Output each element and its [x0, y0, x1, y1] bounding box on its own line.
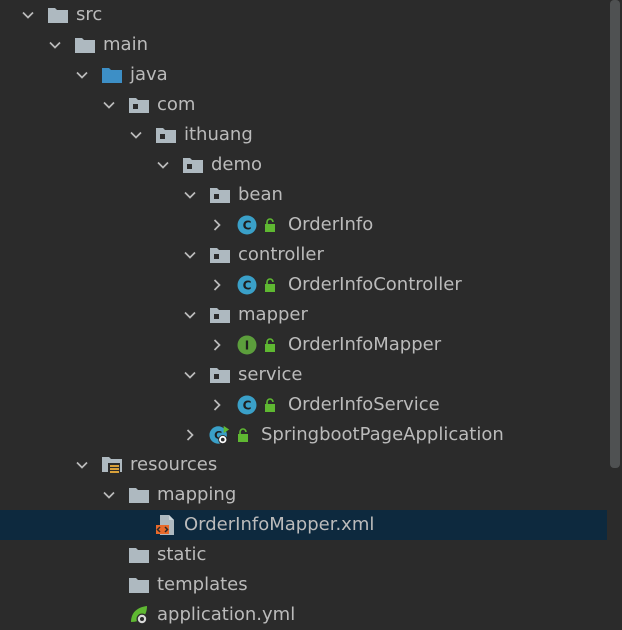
- tree-item-main[interactable]: main: [0, 30, 607, 60]
- package-icon: [209, 185, 231, 205]
- source-folder-icon: [101, 65, 123, 85]
- tree-item-label: mapper: [238, 304, 308, 325]
- scrollbar-thumb[interactable]: [610, 0, 620, 468]
- tree-item-springbootpageapplication[interactable]: C SpringbootPageApplication: [0, 420, 607, 450]
- package-icon: [209, 365, 231, 385]
- tree-item-label: ithuang: [184, 124, 253, 145]
- class-icon: C: [236, 215, 258, 235]
- package-icon: [209, 245, 231, 265]
- tree-item-demo[interactable]: demo: [0, 150, 607, 180]
- tree-item-java[interactable]: java: [0, 60, 607, 90]
- class-icon: C: [236, 395, 258, 415]
- tree-item-label: mapping: [157, 484, 237, 505]
- tree-item-label: static: [157, 544, 207, 565]
- lock-icon: [263, 278, 277, 292]
- svg-text:C: C: [214, 429, 222, 442]
- tree-item-orderinfomapper[interactable]: I OrderInfoMapper: [0, 330, 607, 360]
- interface-icon: I: [236, 335, 258, 355]
- chevron-down-icon[interactable]: [126, 120, 146, 150]
- tree-item-label: SpringbootPageApplication: [261, 424, 504, 445]
- tree-item-label: src: [76, 4, 103, 25]
- spring-boot-class-icon: C: [209, 425, 231, 445]
- tree-item-label: OrderInfo: [288, 214, 374, 235]
- folder-icon: [47, 5, 69, 25]
- tree-item-mapper[interactable]: mapper: [0, 300, 607, 330]
- chevron-right-icon[interactable]: [207, 210, 227, 240]
- tree-item-label: main: [103, 34, 148, 55]
- tree-item-com[interactable]: com: [0, 90, 607, 120]
- tree-item-src[interactable]: src: [0, 0, 607, 30]
- chevron-down-icon[interactable]: [99, 480, 119, 510]
- tree-item-label: service: [238, 364, 303, 385]
- chevron-down-icon[interactable]: [45, 30, 65, 60]
- tree-item-orderinfoservice[interactable]: C OrderInfoService: [0, 390, 607, 420]
- tree-item-controller[interactable]: controller: [0, 240, 607, 270]
- chevron-right-icon[interactable]: [207, 270, 227, 300]
- tree-item-label: application.yml: [157, 604, 296, 625]
- folder-icon: [128, 575, 150, 595]
- chevron-down-icon[interactable]: [99, 90, 119, 120]
- tree-item-label: java: [130, 64, 168, 85]
- tree-item-label: OrderInfoController: [288, 274, 462, 295]
- package-icon: [155, 125, 177, 145]
- chevron-right-icon[interactable]: [207, 330, 227, 360]
- package-icon: [128, 95, 150, 115]
- package-icon: [209, 305, 231, 325]
- xml-file-icon: [155, 515, 177, 535]
- tree-item-static[interactable]: static: [0, 540, 607, 570]
- tree-item-orderinfomapper-xml[interactable]: OrderInfoMapper.xml: [0, 510, 607, 540]
- tree-item-label: com: [157, 94, 196, 115]
- tree-item-label: bean: [238, 184, 283, 205]
- tree-item-application-yml[interactable]: application.yml: [0, 600, 607, 630]
- svg-text:C: C: [243, 399, 252, 413]
- spring-config-icon: [128, 605, 150, 625]
- chevron-right-icon[interactable]: [180, 420, 200, 450]
- chevron-right-icon[interactable]: [207, 390, 227, 420]
- tree-item-label: demo: [211, 154, 263, 175]
- resources-folder-icon: [101, 455, 123, 475]
- chevron-down-icon[interactable]: [180, 360, 200, 390]
- chevron-down-icon[interactable]: [18, 0, 38, 30]
- lock-icon: [236, 428, 250, 442]
- lock-icon: [263, 338, 277, 352]
- svg-text:C: C: [243, 279, 252, 293]
- tree-item-label: resources: [130, 454, 218, 475]
- chevron-down-icon[interactable]: [72, 60, 92, 90]
- tree-item-orderinfocontroller[interactable]: C OrderInfoController: [0, 270, 607, 300]
- tree-item-bean[interactable]: bean: [0, 180, 607, 210]
- folder-icon: [128, 485, 150, 505]
- chevron-down-icon[interactable]: [180, 240, 200, 270]
- chevron-down-icon[interactable]: [180, 180, 200, 210]
- folder-icon: [128, 545, 150, 565]
- tree-item-ithuang[interactable]: ithuang: [0, 120, 607, 150]
- tree-item-templates[interactable]: templates: [0, 570, 607, 600]
- chevron-down-icon[interactable]: [180, 300, 200, 330]
- tree-item-label: OrderInfoService: [288, 394, 440, 415]
- tree-item-resources[interactable]: resources: [0, 450, 607, 480]
- folder-icon: [74, 35, 96, 55]
- tree-item-mapping[interactable]: mapping: [0, 480, 607, 510]
- svg-text:C: C: [243, 219, 252, 233]
- tree-item-orderinfo[interactable]: C OrderInfo: [0, 210, 607, 240]
- chevron-down-icon[interactable]: [72, 450, 92, 480]
- tree-item-label: OrderInfoMapper.xml: [184, 514, 375, 535]
- lock-icon: [263, 218, 277, 232]
- lock-icon: [263, 398, 277, 412]
- class-icon: C: [236, 275, 258, 295]
- svg-text:I: I: [245, 339, 249, 353]
- chevron-down-icon[interactable]: [153, 150, 173, 180]
- tree-item-service[interactable]: service: [0, 360, 607, 390]
- tree-item-label: controller: [238, 244, 324, 265]
- vertical-scrollbar[interactable]: [607, 0, 622, 630]
- package-icon: [182, 155, 204, 175]
- tree-item-label: OrderInfoMapper: [288, 334, 442, 355]
- tree-item-label: templates: [157, 574, 248, 595]
